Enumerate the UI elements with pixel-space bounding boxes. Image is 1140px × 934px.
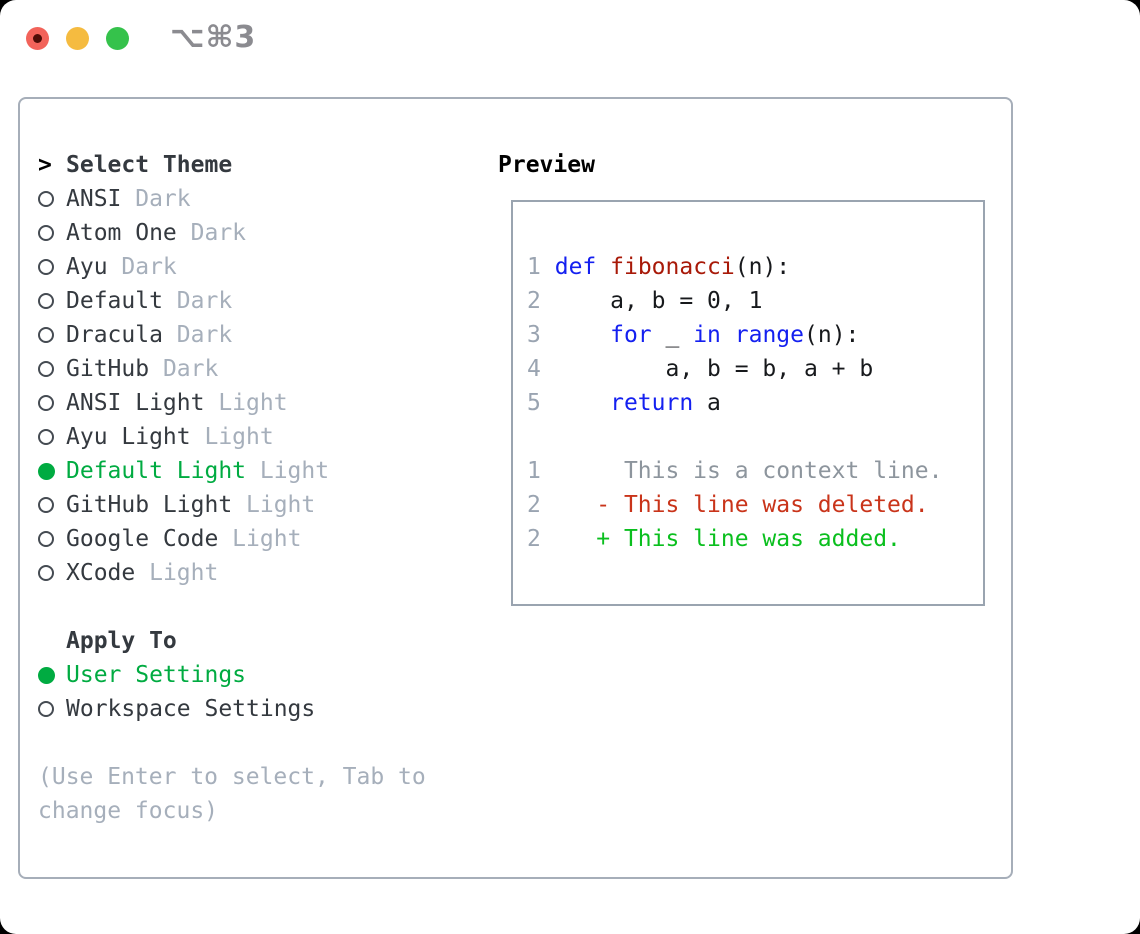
radio-icon <box>38 293 66 309</box>
radio-selected-icon <box>38 462 66 480</box>
radio-icon <box>38 327 66 343</box>
apply-option-workspace-settings[interactable]: Workspace Settings <box>38 692 483 726</box>
theme-option-dracula[interactable]: Dracula Dark <box>38 318 483 352</box>
theme-option-github-light[interactable]: GitHub Light Light <box>38 488 483 522</box>
prompt-icon: > <box>38 152 52 178</box>
theme-option-atom-one[interactable]: Atom One Dark <box>38 216 483 250</box>
radio-icon <box>38 225 66 241</box>
theme-option-label: Google Code Light <box>66 526 302 552</box>
radio-icon <box>38 701 66 717</box>
radio-icon <box>38 395 66 411</box>
code-line: 5 return a <box>527 390 721 416</box>
select-theme-title: Select Theme <box>66 152 233 178</box>
apply-option-label: Workspace Settings <box>66 696 316 722</box>
diff-line-context: 1 This is a context line. <box>527 458 943 484</box>
theme-option-default[interactable]: Default Dark <box>38 284 483 318</box>
theme-option-default-light[interactable]: Default Light Light <box>38 454 483 488</box>
theme-option-github[interactable]: GitHub Dark <box>38 352 483 386</box>
apply-option-label: User Settings <box>66 662 247 688</box>
radio-icon <box>38 361 66 377</box>
radio-selected-icon <box>38 666 66 684</box>
theme-option-ansi-light[interactable]: ANSI Light Light <box>38 386 483 420</box>
apply-to-header: Apply To <box>38 624 483 658</box>
theme-option-label: GitHub Dark <box>66 356 219 382</box>
zoom-button[interactable] <box>106 27 129 50</box>
blank-line <box>527 420 983 454</box>
radio-icon <box>38 429 66 445</box>
select-theme-header: > Select Theme <box>38 148 483 182</box>
theme-option-label: Default Dark <box>66 288 233 314</box>
hint-text: (Use Enter to select, Tab to change focu… <box>38 764 426 824</box>
theme-option-label: Ayu Dark <box>66 254 177 280</box>
theme-option-xcode[interactable]: XCode Light <box>38 556 483 590</box>
spacer <box>38 590 483 624</box>
apply-option-user-settings[interactable]: User Settings <box>38 658 483 692</box>
theme-option-label: GitHub Light Light <box>66 492 316 518</box>
code-line: 1 def fibonacci(n): <box>527 254 791 280</box>
radio-icon <box>38 565 66 581</box>
theme-option-google-code[interactable]: Google Code Light <box>38 522 483 556</box>
theme-option-label: ANSI Dark <box>66 186 191 212</box>
theme-option-ansi[interactable]: ANSI Dark <box>38 182 483 216</box>
radio-icon <box>38 497 66 513</box>
preview-code: 1 def fibonacci(n): 2 a, b = 0, 1 3 for _ … <box>527 250 983 556</box>
radio-icon <box>38 259 66 275</box>
theme-option-label: Dracula Dark <box>66 322 233 348</box>
close-button[interactable] <box>26 27 49 50</box>
diff-line-added: 2 + This line was added. <box>527 526 901 552</box>
theme-option-ayu-light[interactable]: Ayu Light Light <box>38 420 483 454</box>
minimize-button[interactable] <box>66 27 89 50</box>
theme-option-label: Default Light Light <box>66 458 330 484</box>
theme-option-label: Atom One Dark <box>66 220 247 246</box>
theme-option-ayu[interactable]: Ayu Dark <box>38 250 483 284</box>
theme-option-label: ANSI Light Light <box>66 390 288 416</box>
theme-option-label: Ayu Light Light <box>66 424 274 450</box>
radio-icon <box>38 531 66 547</box>
code-line: 2 a, b = 0, 1 <box>527 288 763 314</box>
unsaved-changes-dot-icon <box>33 34 42 43</box>
titlebar: ⌥⌘3 <box>0 0 1140 96</box>
code-line: 4 a, b = b, a + b <box>527 356 874 382</box>
diff-line-deleted: 2 - This line was deleted. <box>527 492 929 518</box>
apply-to-title: Apply To <box>66 628 177 654</box>
theme-option-label: XCode Light <box>66 560 219 586</box>
radio-icon <box>38 191 66 207</box>
spacer <box>38 726 483 760</box>
window-shortcut-label: ⌥⌘3 <box>170 20 257 55</box>
preview-title: Preview <box>498 152 595 178</box>
preview-box: 1 def fibonacci(n): 2 a, b = 0, 1 3 for _ … <box>511 200 985 606</box>
code-line: 3 for _ in range(n): <box>527 322 860 348</box>
